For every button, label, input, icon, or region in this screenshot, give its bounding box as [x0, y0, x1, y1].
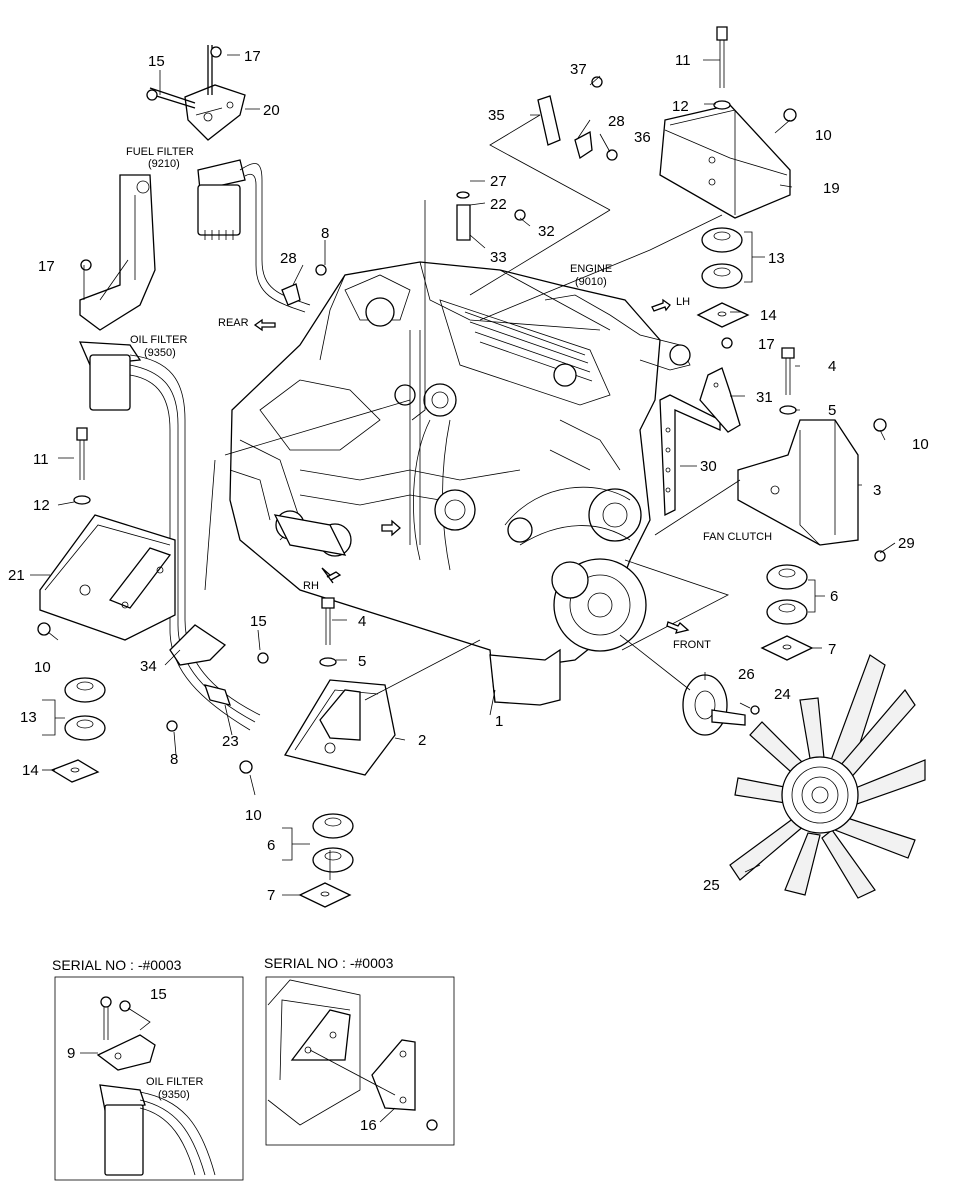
mount-bracket-2	[283, 679, 396, 776]
callout-14: 14	[22, 762, 39, 779]
callout-15: 15	[148, 53, 165, 70]
bracket-31	[699, 367, 741, 433]
mount-bracket-21	[39, 514, 176, 641]
fan-clutch-26	[682, 674, 746, 736]
cooling-fan-25	[729, 654, 926, 899]
callout-33: 33	[490, 249, 507, 266]
callout-27: 27	[490, 173, 507, 190]
callout-10: 10	[34, 659, 51, 676]
callout-4: 4	[358, 613, 366, 630]
callout-30: 30	[700, 458, 717, 475]
callout-25: 25	[703, 877, 720, 894]
callout-10: 10	[912, 436, 929, 453]
leader-lines	[30, 54, 896, 896]
inset-callout-9: 9	[67, 1045, 75, 1062]
rh-label: RH	[303, 580, 319, 592]
callout-7: 7	[267, 887, 275, 904]
inset-right-title: SERIAL NO : -#0003	[264, 955, 394, 971]
callout-1: 1	[495, 713, 503, 730]
callout-26: 26	[738, 666, 755, 683]
callout-numbers: 15 17 20 28 8 17 37 35 28 36 27 22 32 33…	[8, 48, 929, 904]
callout-11: 11	[675, 52, 691, 69]
rubber-mount-6-right	[766, 564, 808, 625]
plate-14-left	[50, 759, 100, 783]
callout-31: 31	[756, 389, 773, 406]
callout-17: 17	[244, 48, 261, 65]
inset-right: SERIAL NO : -#0003 16	[264, 955, 455, 1146]
callout-17: 17	[38, 258, 55, 275]
mount-bracket-3	[737, 419, 859, 546]
callout-17: 17	[758, 336, 775, 353]
callout-5: 5	[358, 653, 366, 670]
bracket-30	[659, 394, 721, 517]
callout-36: 36	[634, 129, 651, 146]
plate-7-center	[298, 882, 352, 908]
callout-15: 15	[250, 613, 267, 630]
plate-7-right	[760, 635, 814, 661]
plate-14-right	[696, 302, 750, 328]
callout-37: 37	[570, 61, 587, 78]
engine-assembly	[229, 261, 691, 706]
callout-23: 23	[222, 733, 239, 750]
callout-35: 35	[488, 107, 505, 124]
callout-29: 29	[898, 535, 915, 552]
callout-19: 19	[823, 180, 840, 197]
direction-arrows	[253, 298, 690, 634]
callout-2: 2	[418, 732, 426, 749]
oil-filter-label: OIL FILTER	[130, 334, 188, 346]
callout-12: 12	[33, 497, 50, 514]
callout-8: 8	[170, 751, 178, 768]
oil-filter-code: (9350)	[144, 347, 176, 359]
fuel-filter-assembly	[149, 45, 311, 313]
mount-bracket-19	[659, 104, 791, 219]
callout-6: 6	[267, 837, 275, 854]
callout-13: 13	[20, 709, 37, 726]
callout-24: 24	[774, 686, 791, 703]
inset-oil-filter-code: (9350)	[158, 1089, 190, 1101]
callout-7: 7	[828, 641, 836, 658]
inset-callout-15: 15	[150, 986, 167, 1003]
callout-21: 21	[8, 567, 25, 584]
rubber-mount-13-left	[64, 677, 106, 741]
callout-11: 11	[33, 451, 49, 468]
inset-callout-16: 16	[360, 1117, 377, 1134]
callout-20: 20	[263, 102, 280, 119]
callout-6: 6	[830, 588, 838, 605]
fuel-filter-code: (9210)	[148, 158, 180, 170]
callout-5: 5	[828, 402, 836, 419]
engine-label: ENGINE	[570, 263, 612, 275]
engine-code: (9010)	[575, 276, 607, 288]
callout-4: 4	[828, 358, 836, 375]
front-label: FRONT	[673, 639, 711, 651]
callout-14: 14	[760, 307, 777, 324]
rear-label: REAR	[218, 317, 249, 329]
callout-28: 28	[608, 113, 625, 130]
fan-clutch-label: FAN CLUTCH	[703, 531, 772, 543]
fuel-filter-label: FUEL FILTER	[126, 146, 194, 158]
callout-3: 3	[873, 482, 881, 499]
lh-label: LH	[676, 296, 690, 308]
callout-32: 32	[538, 223, 555, 240]
oil-filter-assembly	[78, 174, 261, 731]
callout-22: 22	[490, 196, 507, 213]
callout-10: 10	[245, 807, 262, 824]
callout-13: 13	[768, 250, 785, 267]
callout-12: 12	[672, 98, 689, 115]
callout-8: 8	[321, 225, 329, 242]
inset-oil-filter-label: OIL FILTER	[146, 1076, 204, 1088]
inset-left-title: SERIAL NO : -#0003	[52, 957, 182, 973]
text-labels: FUEL FILTER (9210) OIL FILTER (9350) ENG…	[126, 146, 772, 651]
inset-left: SERIAL NO : -#0003 15 9 OIL FILTER (9350…	[52, 957, 244, 1181]
callout-10: 10	[815, 127, 832, 144]
rubber-mount-6-center	[312, 813, 354, 873]
callout-28: 28	[280, 250, 297, 267]
rubber-mount-13-right	[701, 227, 743, 289]
callout-34: 34	[140, 658, 157, 675]
connector-lines	[204, 114, 741, 880]
